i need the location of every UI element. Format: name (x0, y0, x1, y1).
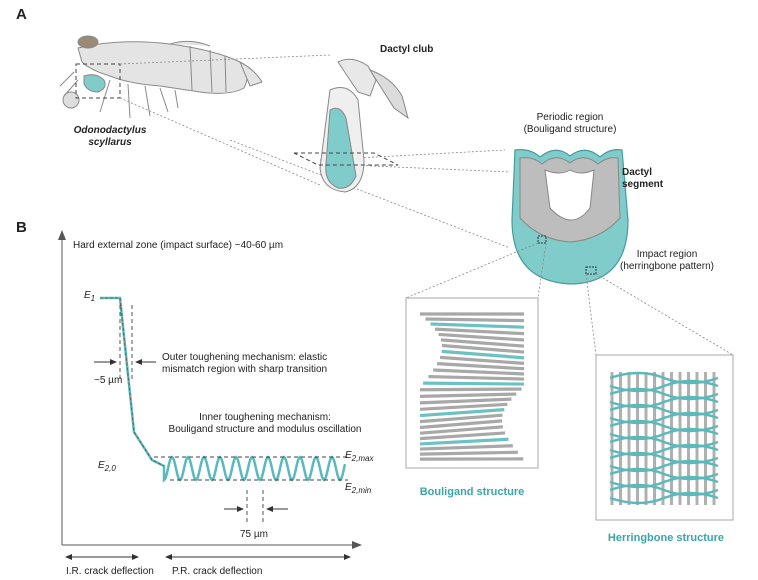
species-line2: scyllarus (88, 137, 132, 148)
species-name: Odonodactylus scyllarus (60, 125, 160, 149)
bouligand-fibre (438, 332, 525, 342)
bouligand-inset (405, 297, 539, 469)
bouligand-fibre (419, 431, 506, 441)
bouligand-fibre (419, 387, 522, 392)
e2min-sub: 2,min (351, 486, 372, 495)
bouligand-fibre (419, 437, 509, 446)
e2max-sub: 2,max (351, 454, 374, 463)
bouligand-fibre (419, 413, 503, 424)
bouligand-fibre (433, 368, 525, 376)
hard-zone-label: Hard external zone (impact surface) ~40-… (73, 240, 284, 251)
inner-line2: Bouligand structure and modulus oscillat… (168, 424, 362, 435)
zoom-box (75, 63, 121, 99)
e2min-text: E (345, 482, 352, 493)
outer-mechanism-label: Outer toughening mechanism: elastic mism… (162, 352, 327, 376)
dactyl-club-illustration (319, 58, 409, 193)
bouligand-fibre (419, 397, 512, 405)
zoom-lines-a (119, 54, 511, 249)
section-plane (293, 152, 399, 166)
bouligand-fibre (419, 419, 503, 430)
e1-label: E1 (84, 290, 95, 305)
bouligand-fibre (419, 425, 504, 435)
herringbone-inset (595, 354, 734, 521)
bouligand-fibre (419, 450, 518, 456)
e1-text: E (84, 290, 91, 301)
dimension-arrows (65, 359, 351, 560)
ir-crack-label: I.R. crack deflection (66, 566, 154, 577)
bouligand-fibre (419, 402, 508, 411)
dactyl-segment-cross-section (511, 149, 629, 285)
bouligand-fibre (434, 327, 525, 336)
bouligand-fibre (423, 381, 525, 386)
inner-mechanism-label: Inner toughening mechanism: Bouligand st… (150, 412, 380, 436)
bouligand-fibre (440, 338, 525, 348)
segment-line1: Dactyl (622, 167, 653, 178)
impact-line2: (herringbone pattern) (620, 261, 714, 272)
period-label: 75 µm (240, 529, 268, 540)
bouligand-fibre (419, 444, 513, 451)
inner-line1: Inner toughening mechanism: (199, 412, 331, 423)
dactyl-club-label: Dactyl club (380, 44, 434, 55)
bouligand-fibre (419, 392, 517, 398)
species-line1: Odonodactylus (73, 125, 147, 136)
outer-line1: Outer toughening mechanism: elastic (162, 352, 328, 363)
e2max-label: E2,max (345, 450, 373, 465)
dactyl-segment-label: Dactyl segment (622, 167, 663, 191)
width-label: ~5 µm (94, 375, 123, 386)
guide-lines (119, 305, 348, 525)
bouligand-fibre (430, 322, 525, 329)
bouligand-fibre (428, 374, 525, 381)
bouligand-fibre (419, 408, 505, 418)
panel-label-a: A (16, 6, 27, 23)
e2max-text: E (345, 450, 352, 461)
e2min-label: E2,min (345, 482, 371, 497)
bouligand-fibre (441, 343, 525, 354)
bouligand-fibre (425, 317, 525, 323)
bouligand-fibre (439, 355, 525, 365)
e20-text: E (98, 460, 105, 471)
bouligand-fibre (437, 362, 525, 371)
zoom-lines-cross (405, 242, 734, 356)
herringbone-caption: Herringbone structure (607, 532, 725, 544)
panel-label-b: B (16, 219, 27, 236)
mantis-shrimp-illustration (59, 35, 263, 119)
pr-crack-label: P.R. crack deflection (172, 566, 263, 577)
e20-label: E2,0 (98, 460, 116, 475)
panel-b-axes (58, 230, 362, 549)
outer-line2: mismatch region with sharp transition (162, 364, 328, 375)
impact-line1: Impact region (636, 249, 698, 260)
herringbone-fibre-teal (609, 491, 719, 505)
periodic-line1: Periodic region (536, 112, 604, 123)
modulus-profile (100, 296, 347, 483)
e1-sub: 1 (90, 294, 96, 303)
bouligand-caption: Bouligand structure (419, 486, 525, 498)
impact-region-label: Impact region (herringbone pattern) (612, 249, 722, 273)
periodic-region-label: Periodic region (Bouligand structure) (490, 112, 650, 136)
periodic-line2: (Bouligand structure) (523, 124, 617, 135)
bouligand-fibre (441, 349, 525, 360)
segment-line2: segment (622, 179, 664, 190)
e20-sub: 2,0 (104, 464, 116, 473)
